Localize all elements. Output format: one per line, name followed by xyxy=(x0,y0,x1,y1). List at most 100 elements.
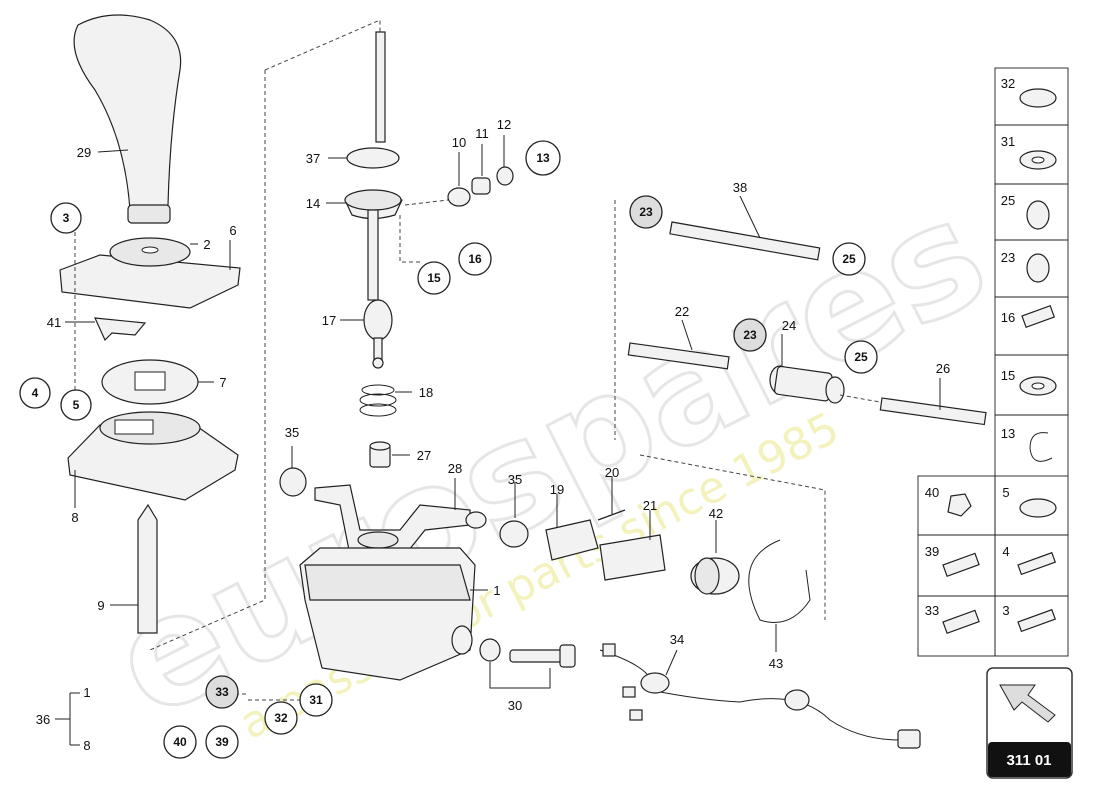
rod-22 xyxy=(627,342,730,370)
label-12: 12 xyxy=(497,117,511,132)
rod-38 xyxy=(669,221,821,261)
sensor-30 xyxy=(479,638,576,668)
callout-circle-33: 33 xyxy=(205,675,239,709)
label-21: 21 xyxy=(643,498,657,513)
label-27: 27 xyxy=(417,448,431,463)
legend-label-15: 15 xyxy=(1001,368,1015,383)
legend-label-25: 25 xyxy=(1001,193,1015,208)
gear-knob xyxy=(73,14,182,224)
svg-text:33: 33 xyxy=(215,685,229,699)
label-29: 29 xyxy=(77,145,91,160)
page-code: 311 01 xyxy=(1006,752,1051,769)
legend-labels: 32 31 25 23 16 15 13 5 4 3 40 39 33 xyxy=(925,76,1015,618)
label-8: 8 xyxy=(71,510,78,525)
label-18: 18 xyxy=(419,385,433,400)
callout-circle-5: 5 xyxy=(60,389,92,421)
callout-circle-31: 31 xyxy=(299,683,333,717)
page-code-box: 311 01 xyxy=(986,667,1073,779)
svg-text:25: 25 xyxy=(854,350,868,364)
label-35a: 35 xyxy=(285,425,299,440)
label-22: 22 xyxy=(675,304,689,319)
legend-label-40: 40 xyxy=(925,485,939,500)
svg-text:31: 31 xyxy=(309,693,323,707)
label-42: 42 xyxy=(709,506,723,521)
legend-label-16: 16 xyxy=(1001,310,1015,325)
harness-34 xyxy=(599,643,921,749)
coupler-parts xyxy=(499,509,666,581)
callout-circle-23b: 23 xyxy=(733,318,767,352)
label-36-item-1: 1 xyxy=(83,685,90,700)
legend-label-32: 32 xyxy=(1001,76,1015,91)
label-37: 37 xyxy=(306,151,320,166)
svg-text:13: 13 xyxy=(536,151,550,165)
label-10: 10 xyxy=(452,135,466,150)
label-26: 26 xyxy=(936,361,950,376)
small-parts-10-12 xyxy=(447,166,514,207)
label-24: 24 xyxy=(782,318,796,333)
callout-circle-25a: 25 xyxy=(832,242,866,276)
label-28: 28 xyxy=(448,461,462,476)
spring-18 xyxy=(359,384,397,417)
label-17: 17 xyxy=(322,313,336,328)
legend-label-23: 23 xyxy=(1001,250,1015,265)
svg-text:16: 16 xyxy=(468,252,482,266)
label-36-item-8: 8 xyxy=(83,738,90,753)
circled-callouts: 3 4 5 13 16 15 23 25 23 25 33 31 32 40 3… xyxy=(19,140,878,759)
callout-circle-16: 16 xyxy=(458,242,492,276)
callout-circle-40: 40 xyxy=(163,725,197,759)
callout-circle-39: 39 xyxy=(205,725,239,759)
label-11: 11 xyxy=(475,126,489,141)
label-41: 41 xyxy=(47,315,61,330)
fork-28 xyxy=(279,467,487,556)
gate-plate xyxy=(101,359,199,405)
hardware-legend xyxy=(917,67,1069,657)
svg-text:4: 4 xyxy=(32,386,39,400)
shift-rod xyxy=(344,31,403,369)
sleeve-24 xyxy=(769,365,845,404)
callout-circle-25b: 25 xyxy=(844,340,878,374)
rod-26 xyxy=(879,397,987,426)
svg-text:40: 40 xyxy=(173,735,187,749)
label-43: 43 xyxy=(769,656,783,671)
label-34: 34 xyxy=(670,632,684,647)
label-36: 36 xyxy=(36,712,50,727)
rod-9 xyxy=(137,503,158,634)
label-6: 6 xyxy=(229,223,236,238)
upper-plate xyxy=(59,237,241,309)
callout-labels: 29 6 2 41 7 8 9 37 14 10 11 12 17 18 27 … xyxy=(36,117,950,753)
legend-label-33: 33 xyxy=(925,603,939,618)
label-38: 38 xyxy=(733,180,747,195)
label-9: 9 xyxy=(97,598,104,613)
legend-label-31: 31 xyxy=(1001,134,1015,149)
label-7: 7 xyxy=(219,375,226,390)
bushing-27 xyxy=(369,441,391,468)
callout-circle-23a: 23 xyxy=(629,195,663,229)
svg-text:3: 3 xyxy=(63,211,70,225)
label-2: 2 xyxy=(203,237,210,252)
callout-circle-32: 32 xyxy=(264,701,298,735)
label-19: 19 xyxy=(550,482,564,497)
label-14: 14 xyxy=(306,196,320,211)
legend-label-4: 4 xyxy=(1002,544,1009,559)
legend-label-3: 3 xyxy=(1002,603,1009,618)
svg-text:5: 5 xyxy=(73,398,80,412)
housing-base xyxy=(67,411,239,501)
legend-label-13: 13 xyxy=(1001,426,1015,441)
label-20: 20 xyxy=(605,465,619,480)
label-35b: 35 xyxy=(508,472,522,487)
callout-circle-4: 4 xyxy=(19,377,51,409)
svg-text:39: 39 xyxy=(215,735,229,749)
clip-43 xyxy=(748,539,811,623)
label-1: 1 xyxy=(493,583,500,598)
callout-circle-15: 15 xyxy=(417,261,451,295)
gearbox-housing xyxy=(299,547,476,681)
svg-text:25: 25 xyxy=(842,252,856,266)
callout-circle-13: 13 xyxy=(525,140,561,176)
lever-41 xyxy=(94,317,147,342)
label-30: 30 xyxy=(508,698,522,713)
svg-text:23: 23 xyxy=(743,328,757,342)
legend-label-39: 39 xyxy=(925,544,939,559)
svg-text:15: 15 xyxy=(427,271,441,285)
callout-circle-3: 3 xyxy=(50,202,82,234)
